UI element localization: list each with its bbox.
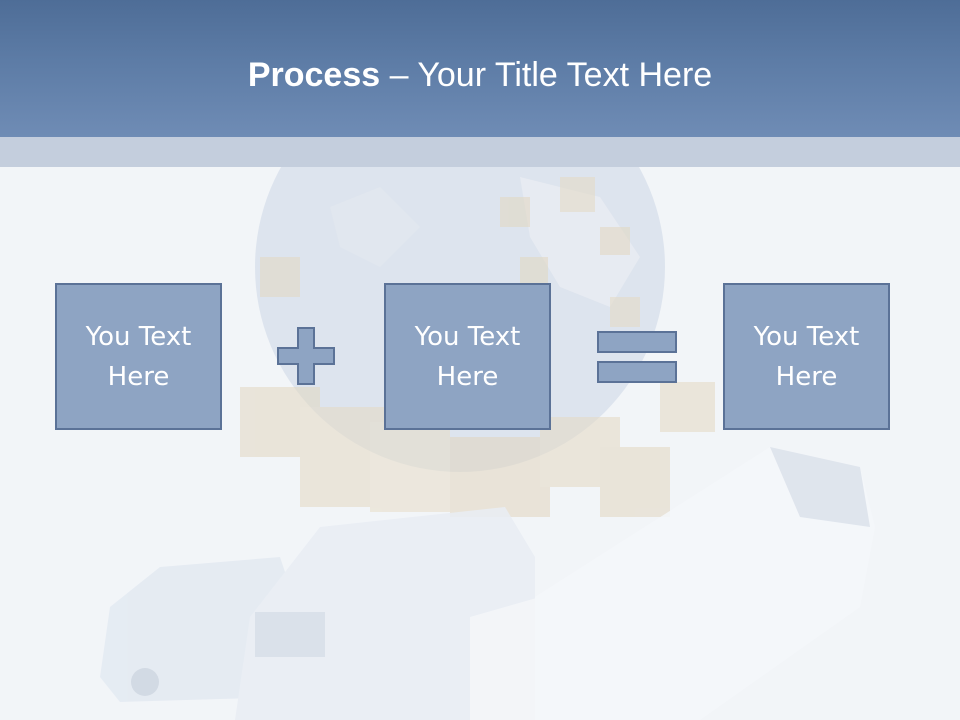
title-bold: Process [247,56,381,94]
process-box-1[interactable]: You Text Here [55,283,222,430]
process-box-2-line1: You Text [414,321,521,352]
title-underline-strip [0,137,960,167]
equals-icon[interactable] [597,330,677,384]
plus-icon[interactable] [276,326,336,386]
boxes-illustration [240,177,715,517]
process-box-1-line2: Here [107,361,170,392]
process-box-1-line1: You Text [85,321,192,352]
title-bar [0,0,960,137]
process-box-3[interactable]: You Text Here [723,283,890,430]
title-rest: – Your Title Text Here [380,56,713,94]
process-box-3-line2: Here [775,361,838,392]
process-box-1-text: You Text Here [86,317,192,397]
process-box-2-line2: Here [436,361,499,392]
process-box-2[interactable]: You Text Here [384,283,551,430]
slide-title[interactable]: Process – Your Title Text Here [0,52,960,98]
process-box-3-line1: You Text [753,321,860,352]
process-box-2-text: You Text Here [415,317,521,397]
process-box-3-text: You Text Here [754,317,860,397]
vehicles-illustration [100,447,875,720]
